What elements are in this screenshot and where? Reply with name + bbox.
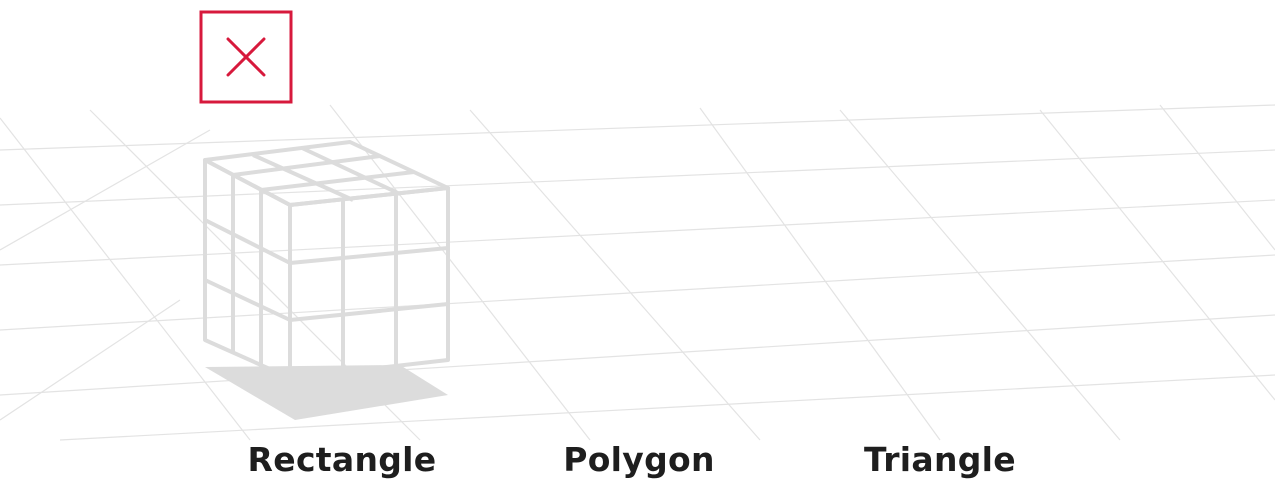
label-rectangle: Rectangle	[247, 440, 437, 479]
label-polygon: Polygon	[563, 440, 715, 479]
cube-shadow	[205, 365, 448, 420]
status-box-rectangle	[199, 10, 293, 104]
cross-icon	[226, 37, 266, 77]
floor-grid	[0, 104, 1275, 441]
label-triangle: Triangle	[864, 440, 1016, 479]
rectangle-panel	[199, 10, 450, 420]
quad-mesh-cube	[203, 140, 450, 380]
